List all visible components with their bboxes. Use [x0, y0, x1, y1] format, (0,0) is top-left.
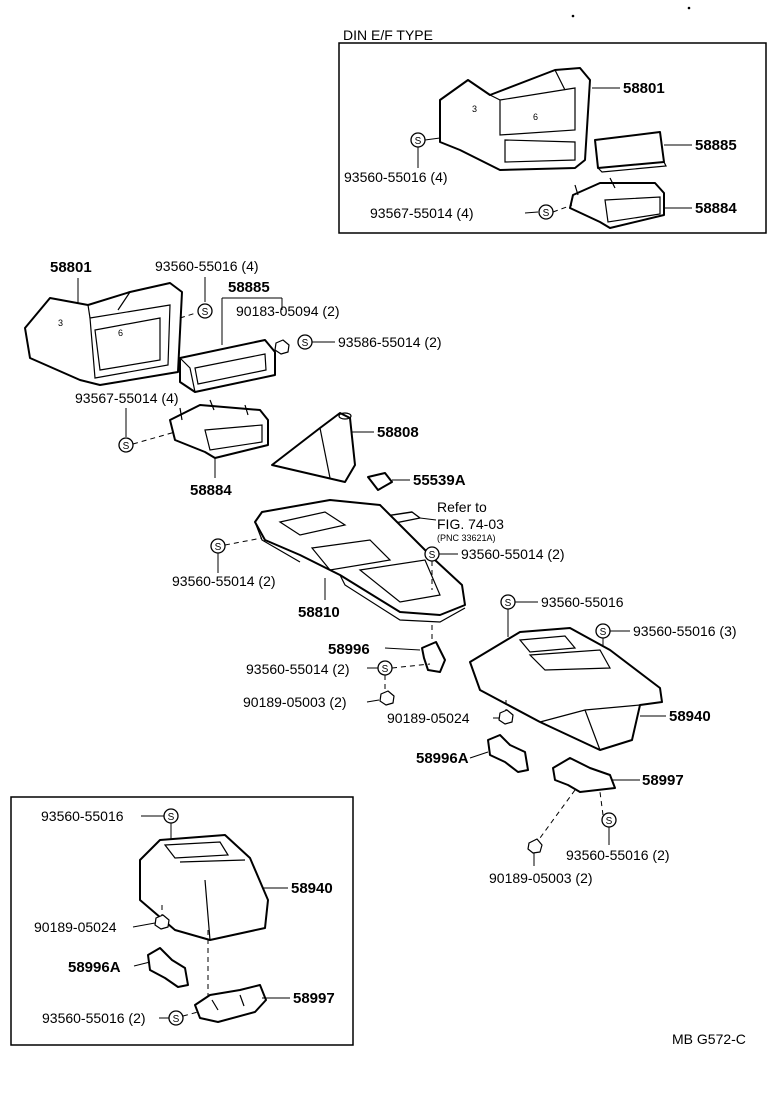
svg-text:S: S — [543, 208, 550, 219]
inset-box-din — [338, 42, 767, 234]
label-93586-55014-2: 93586-55014 (2) — [338, 334, 442, 350]
label-58997-inset: 58997 — [293, 990, 335, 1007]
svg-text:S: S — [168, 812, 175, 823]
label-55539a: 55539A — [413, 472, 466, 489]
label-90189-05024-inset: 90189-05024 — [34, 919, 117, 935]
label-93560-55016-2: 93560-55016 (2) — [566, 847, 670, 863]
inset-box-bottom — [10, 796, 354, 1046]
label-58885: 58885 — [228, 279, 270, 296]
nut-icon — [527, 838, 543, 854]
svg-text:S: S — [415, 136, 422, 147]
label-93560-55014-2-c: 93560-55014 (2) — [246, 661, 350, 677]
screw-icon: S — [601, 812, 617, 828]
svg-text:6: 6 — [533, 112, 538, 122]
label-58808: 58808 — [377, 424, 419, 441]
part-58996a-inset — [147, 947, 189, 988]
label-58885-inset: 58885 — [695, 137, 737, 154]
label-93560-55016-inset: 93560-55016 — [41, 808, 124, 824]
label-90189-05003-2-a: 90189-05003 (2) — [243, 694, 347, 710]
label-90189-05024: 90189-05024 — [387, 710, 470, 726]
label-58801: 58801 — [50, 259, 92, 276]
part-58808 — [271, 412, 356, 483]
label-93560-55014-2-b: 93560-55014 (2) — [461, 546, 565, 562]
part-55539a — [367, 472, 393, 491]
part-58801: 3 6 — [24, 282, 183, 386]
svg-text:S: S — [429, 550, 436, 561]
label-pnc-ref: (PNC 33621A) — [437, 533, 496, 543]
label-93560-55016-2-inset: 93560-55016 (2) — [42, 1010, 146, 1026]
svg-text:S: S — [173, 1014, 180, 1025]
svg-text:3: 3 — [472, 104, 477, 114]
part-58885-inset — [594, 131, 667, 173]
label-58810: 58810 — [298, 604, 340, 621]
nut-icon — [274, 339, 290, 355]
label-58884: 58884 — [190, 482, 232, 499]
nut-icon — [154, 914, 170, 930]
label-93560-55016: 93560-55016 — [541, 594, 624, 610]
screw-icon: S — [118, 437, 134, 453]
part-58801-inset: 3 6 — [439, 67, 591, 171]
label-58940: 58940 — [669, 708, 711, 725]
screw-icon: S — [168, 1010, 184, 1026]
screw-icon: S — [377, 660, 393, 676]
part-58884 — [169, 399, 269, 459]
label-58996: 58996 — [328, 641, 370, 658]
svg-text:S: S — [302, 338, 309, 349]
label-90183-05094-2: 90183-05094 (2) — [236, 303, 340, 319]
part-58810 — [254, 499, 466, 623]
screw-icon: S — [210, 538, 226, 554]
reference-code: MB G572-C — [672, 1031, 746, 1047]
part-58996a — [487, 734, 529, 773]
screw-icon: S — [197, 303, 213, 319]
part-58996 — [421, 641, 446, 673]
label-58996a-inset: 58996A — [68, 959, 121, 976]
screw-icon: S — [297, 334, 313, 350]
label-58801-inset: 58801 — [623, 80, 665, 97]
label-93560-55016-4: 93560-55016 (4) — [155, 258, 259, 274]
screw-icon: S — [500, 594, 516, 610]
label-58884-inset: 58884 — [695, 200, 737, 217]
nut-icon — [498, 709, 514, 725]
screw-icon: S — [595, 623, 611, 639]
part-58997-inset — [194, 984, 267, 1023]
svg-text:S: S — [382, 664, 389, 675]
svg-text:3: 3 — [58, 318, 63, 328]
label-93567-55014-4-inset: 93567-55014 (4) — [370, 205, 474, 221]
svg-text:6: 6 — [118, 328, 123, 338]
svg-text:S: S — [600, 627, 607, 638]
svg-text:S: S — [606, 816, 613, 827]
label-refer-to: Refer to — [437, 499, 487, 515]
svg-text:S: S — [123, 441, 130, 452]
svg-text:S: S — [215, 542, 222, 553]
screw-icon: S — [538, 204, 554, 220]
nut-icon — [379, 690, 395, 706]
label-58940-inset: 58940 — [291, 880, 333, 897]
label-93560-55016-3: 93560-55016 (3) — [633, 623, 737, 639]
part-58884-inset — [569, 177, 665, 229]
screw-icon: S — [163, 808, 179, 824]
label-58996a: 58996A — [416, 750, 469, 767]
screw-icon: S — [410, 132, 426, 148]
label-93560-55016-4-inset: 93560-55016 (4) — [344, 169, 448, 185]
svg-text:S: S — [505, 598, 512, 609]
label-58997: 58997 — [642, 772, 684, 789]
part-58940 — [469, 627, 663, 751]
part-58940-inset — [139, 834, 269, 941]
label-90189-05003-2-b: 90189-05003 (2) — [489, 870, 593, 886]
label-93560-55014-2-a: 93560-55014 (2) — [172, 573, 276, 589]
label-93567-55014-4: 93567-55014 (4) — [75, 390, 179, 406]
part-58885 — [179, 339, 276, 393]
svg-text:S: S — [202, 307, 209, 318]
inset-title: DIN E/F TYPE — [343, 27, 433, 43]
part-58997 — [552, 757, 616, 793]
label-fig-ref: FIG. 74-03 — [437, 516, 504, 532]
screw-icon: S — [424, 546, 440, 562]
